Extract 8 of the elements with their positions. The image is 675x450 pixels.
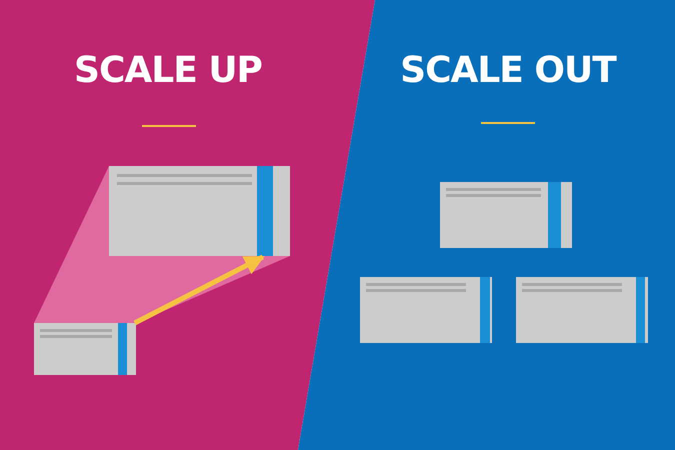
server-box xyxy=(360,277,492,343)
server-box xyxy=(516,277,648,343)
panel-title: SCALE UP xyxy=(73,50,263,91)
server-box xyxy=(109,166,290,256)
panel-title: SCALE OUT xyxy=(399,50,618,91)
server-box xyxy=(440,182,572,248)
arrow xyxy=(134,254,265,326)
server-box xyxy=(34,323,136,375)
